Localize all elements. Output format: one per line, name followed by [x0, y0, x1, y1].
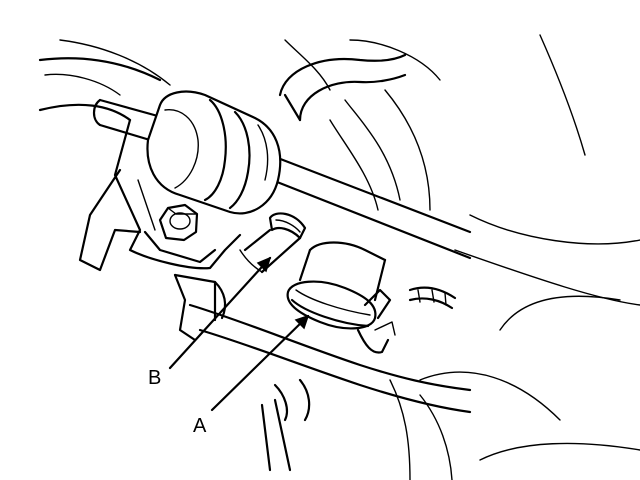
stabilizer-bar	[92, 98, 472, 260]
coolant-hose	[278, 39, 441, 211]
subframe-rail	[38, 39, 171, 122]
body-panel-outline	[419, 34, 640, 461]
stabilizer-bushing	[146, 90, 282, 215]
callout-label-a: A	[193, 415, 207, 437]
callout-label-b: B	[148, 367, 161, 389]
harness-clip	[408, 286, 457, 310]
hose-clamp-b	[239, 212, 307, 274]
bracket-bolt	[158, 203, 199, 242]
hose-a	[286, 241, 396, 354]
callout-leader-a	[210, 314, 310, 412]
bushing-bracket	[78, 118, 242, 342]
callout-leader-b	[168, 256, 272, 370]
lower-arm	[188, 303, 472, 480]
